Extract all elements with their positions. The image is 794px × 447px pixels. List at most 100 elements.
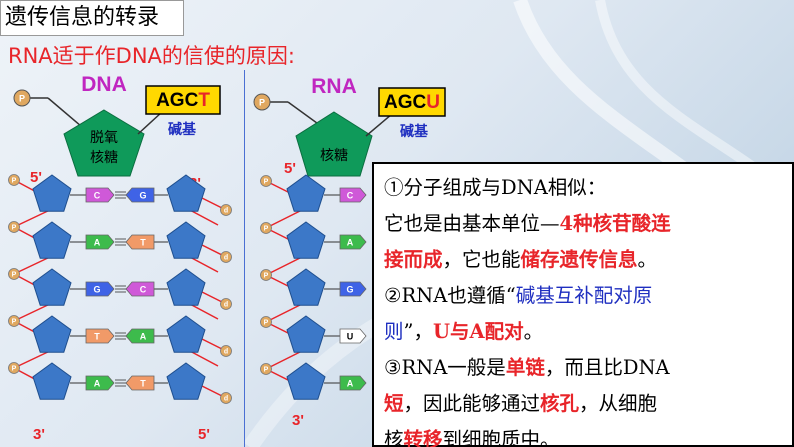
dna-5prime-bottom: 5': [198, 426, 210, 443]
dna-backbone-left-bond: [13, 349, 53, 369]
rna-base-special: U: [426, 92, 440, 113]
dna-right-phosphate-icon: [220, 345, 232, 357]
reason-3-line-1: ③RNA一般是单链，而且比DNA: [384, 356, 670, 379]
rna-heading: RNA: [311, 75, 357, 98]
dna-base-right-3-shape: [125, 328, 155, 344]
dna-base-left-0-shape: [85, 187, 115, 203]
svg-text:AGCU: AGCU: [384, 92, 440, 113]
rna-ribose-pentagon: [295, 111, 373, 177]
rna-phosphate-icon: [260, 269, 272, 281]
rna-backbone-bond: [265, 302, 305, 323]
reason-2-line-2: 则”，U与A配对。: [384, 320, 544, 343]
rna-phosphate-icon-label: P: [264, 367, 269, 374]
slide-subtitle: RNA适于作DNA的信使的原因:: [8, 44, 295, 68]
dna-left-phosphate-icon: [8, 174, 20, 186]
rna-base-4-shape: [339, 375, 367, 391]
dna-right-phosphate-icon-label: d: [224, 255, 228, 262]
reason-2-line-1: ②RNA也遵循“碱基互补配对原: [384, 284, 653, 307]
rna-backbone-bond: [265, 208, 305, 229]
dna-right-sugar-pentagon: [166, 315, 206, 353]
rna-base-box: [378, 87, 446, 117]
rna-sugar-pentagon: [286, 315, 326, 353]
dna-left-phosphate-icon-label: P: [12, 178, 17, 185]
dna-phosphate-label: P: [19, 94, 25, 104]
dna-base-right-1-label: T: [140, 238, 146, 248]
reason-3-line-2: 短，因此能够通过核孔，从细胞: [384, 392, 658, 415]
rna-phosphate-icon: [253, 93, 271, 111]
dna-right-sugar-pentagon: [166, 268, 206, 306]
rna-base-3-label: U: [347, 332, 354, 342]
dna-base-left-3-label: T: [94, 332, 100, 342]
dna-base-label: 碱基: [168, 121, 197, 137]
dna-left-phosphate-icon: [8, 315, 20, 327]
rna-5prime-top: 5': [284, 160, 296, 177]
dna-base-prefix: AGC: [156, 90, 199, 111]
reason-3-line-3: 核转移到细胞质中。: [384, 428, 560, 447]
dna-right-phosphate-icon: [220, 392, 232, 404]
dna-left-phosphate-icon: [8, 221, 20, 233]
dna-base-left-1-label: A: [94, 238, 101, 248]
rna-phosphate-icon-label: P: [264, 273, 269, 280]
dna-right-sugar-pentagon: [166, 174, 206, 212]
dna-nucleotide-legend: P DNA 脱氧 核糖 AGCT 碱基: [13, 73, 221, 177]
dna-backbone-left-bond: [13, 302, 53, 322]
dna-5prime-top: 5': [30, 169, 42, 186]
dna-left-sugar-pentagon: [32, 221, 72, 259]
dna-phosphate-icon: [13, 89, 31, 107]
dna-right-phosphate-icon: [220, 204, 232, 216]
rna-phosphate-icon: [260, 316, 272, 328]
dna-left-sugar-pentagon: [32, 268, 72, 306]
dna-deoxyribose-pentagon: [63, 109, 145, 177]
rna-sugar-pentagon: [286, 362, 326, 400]
dna-base-right-2-shape: [125, 281, 155, 297]
rna-3prime-bottom: 3': [292, 412, 304, 429]
dna-base-left-4-label: A: [94, 379, 101, 389]
rna-base-0-label: C: [347, 191, 354, 201]
reason-1-heading: ①分子组成与DNA相似：: [384, 176, 607, 199]
slide-title: 遗传信息的转录: [0, 0, 184, 36]
rna-phosphate-icon: [260, 363, 272, 375]
panel-divider: [244, 70, 245, 447]
dna-base-left-3-shape: [85, 328, 115, 344]
dna-left-phosphate-icon-label: P: [12, 319, 17, 326]
dna-left-phosphate-icon: [8, 268, 20, 280]
dna-right-sugar-pentagon: [166, 221, 206, 259]
dna-base-right-2-label: C: [140, 285, 147, 295]
rna-base-2-shape: [339, 281, 367, 297]
dna-base-special: T: [198, 90, 210, 111]
rna-base-2-label: G: [346, 285, 353, 295]
dna-sugar-line-2: 核糖: [90, 149, 118, 165]
dna-left-sugar-pentagon: [32, 174, 72, 212]
rna-sugar-pentagon: [286, 174, 326, 212]
rna-base-4-label: A: [347, 379, 354, 389]
dna-base-left-1-shape: [85, 234, 115, 250]
dna-left-sugar-pentagon: [32, 362, 72, 400]
rna-backbone-bond: [265, 349, 305, 370]
rna-sugar-label: 核糖: [320, 147, 348, 163]
dna-base-right-3-label: A: [140, 332, 147, 342]
dna-right-phosphate-icon-label: d: [224, 396, 228, 403]
rna-phosphate-icon: [260, 222, 272, 234]
dna-heading: DNA: [81, 73, 127, 96]
reason-1-line-3: 接而成，它也能储存遗传信息。: [384, 248, 658, 271]
dna-base-box: [145, 85, 221, 115]
dna-right-phosphate-icon: [220, 298, 232, 310]
dna-base-right-1-shape: [125, 234, 155, 250]
rna-base-1-shape: [339, 234, 367, 250]
dna-left-phosphate-icon-label: P: [12, 225, 17, 232]
svg-text:AGCT: AGCT: [156, 90, 210, 111]
dna-base-right-0-shape: [125, 187, 155, 203]
rna-phosphate-icon-label: P: [264, 320, 269, 327]
dna-sugar-line-1: 脱氧: [90, 129, 118, 145]
rna-nucleotide-legend: P RNA 核糖 AGCU 碱基: [253, 75, 446, 177]
dna-base-right-0-label: G: [139, 191, 146, 201]
rna-phosphate-label: P: [259, 98, 265, 108]
rna-base-label: 碱基: [400, 123, 429, 139]
dna-right-phosphate-icon: [220, 251, 232, 263]
rna-base-3-shape: [339, 328, 367, 344]
dna-base-left-4-shape: [85, 375, 115, 391]
rna-phosphate-icon-label: P: [264, 179, 269, 186]
rna-phosphate-icon: [260, 175, 272, 187]
dna-3prime-bottom: 3': [33, 426, 45, 443]
